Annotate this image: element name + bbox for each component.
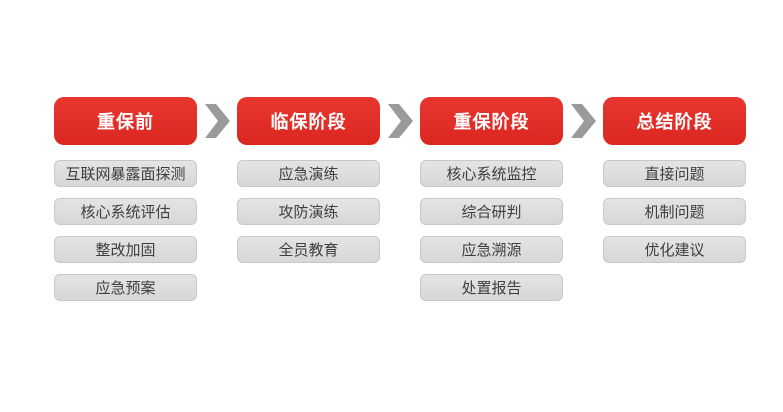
arrow-cell [380, 97, 420, 145]
phase-item: 攻防演练 [237, 198, 380, 225]
phase-item: 核心系统评估 [54, 198, 197, 225]
phase-item: 应急演练 [237, 160, 380, 187]
phase-item: 处置报告 [420, 274, 563, 301]
phase-item: 核心系统监控 [420, 160, 563, 187]
phase-column-4: 总结阶段直接问题机制问题优化建议 [603, 97, 746, 263]
phase-header: 重保前 [54, 97, 197, 145]
phase-header: 总结阶段 [603, 97, 746, 145]
chevron-right-icon [570, 104, 596, 138]
phase-item: 综合研判 [420, 198, 563, 225]
phase-column-3: 重保阶段核心系统监控综合研判应急溯源处置报告 [420, 97, 563, 301]
phase-item: 机制问题 [603, 198, 746, 225]
phase-item: 应急预案 [54, 274, 197, 301]
phase-item: 互联网暴露面探测 [54, 160, 197, 187]
arrow-cell [197, 97, 237, 145]
phase-item: 直接问题 [603, 160, 746, 187]
arrow-cell [563, 97, 603, 145]
phase-column-2: 临保阶段应急演练攻防演练全员教育 [237, 97, 380, 263]
chevron-right-icon [204, 104, 230, 138]
protection-phases-diagram: 重保前互联网暴露面探测核心系统评估整改加固应急预案临保阶段应急演练攻防演练全员教… [54, 97, 746, 301]
phase-header: 重保阶段 [420, 97, 563, 145]
phase-column-1: 重保前互联网暴露面探测核心系统评估整改加固应急预案 [54, 97, 197, 301]
phase-header: 临保阶段 [237, 97, 380, 145]
phase-item: 应急溯源 [420, 236, 563, 263]
phase-item: 优化建议 [603, 236, 746, 263]
phase-item: 整改加固 [54, 236, 197, 263]
phase-item: 全员教育 [237, 236, 380, 263]
chevron-right-icon [387, 104, 413, 138]
